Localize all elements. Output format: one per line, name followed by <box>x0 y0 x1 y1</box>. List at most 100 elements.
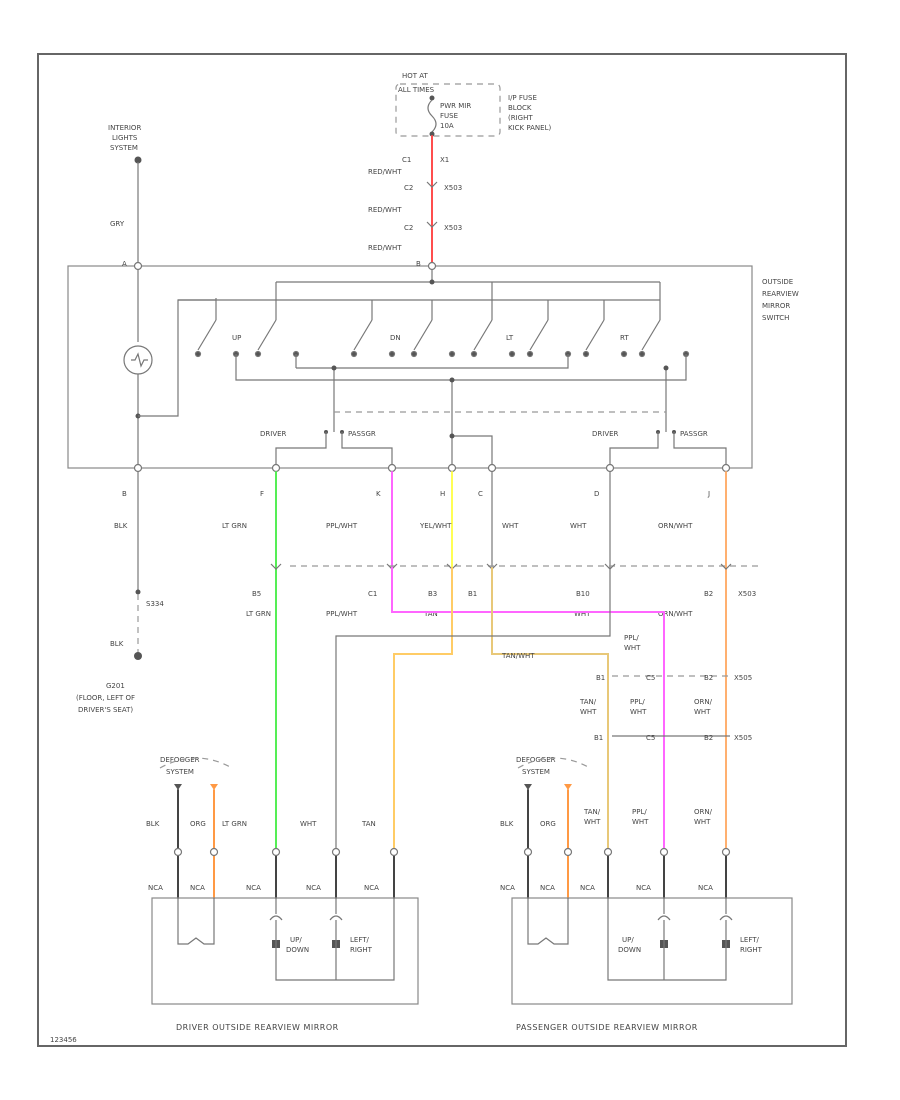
c2-top-label: C2 <box>404 184 413 192</box>
conn-b2-label: B2 <box>704 590 713 598</box>
fuse-name-label: PWR MIR <box>440 102 471 110</box>
connector-c2-mark <box>426 181 438 188</box>
pass-tan-wht-label-1: TAN/ <box>583 808 601 816</box>
driver-nca-4: NCA <box>306 884 321 892</box>
conn-b2b-label: B2 <box>704 674 713 682</box>
ppl-wht-label-3b: WHT <box>624 644 641 652</box>
driver-lt-grn-label: LT GRN <box>222 820 247 828</box>
splice-s334-label: S334 <box>146 600 164 608</box>
c1-top-label: C1 <box>402 156 411 164</box>
pass-tan-wht-label-2: WHT <box>584 818 601 826</box>
pass-leftright-label-1: LEFT/ <box>740 936 760 944</box>
interior-label-3: SYSTEM <box>110 144 138 152</box>
ppl-wht-label-2: PPL/WHT <box>326 610 358 618</box>
x503-top-label-a: X503 <box>444 184 462 192</box>
connector-c2b-mark <box>426 221 438 228</box>
tan-wht-label-2a: TAN/ <box>579 698 597 706</box>
fuse-terminal-bottom <box>429 131 435 137</box>
pass-nca-4: NCA <box>636 884 651 892</box>
orn-wht-label: ORN/WHT <box>658 522 693 530</box>
driver-leftright-label-1: LEFT/ <box>350 936 370 944</box>
defogger-left-org-arrow <box>210 784 218 790</box>
pin-a-label: A <box>122 260 127 268</box>
defogger-left-2: SYSTEM <box>166 768 194 776</box>
fuse-terminal-top <box>429 95 435 101</box>
switch-name-4: SWITCH <box>762 314 789 322</box>
driver-right-label: DRIVER <box>592 430 619 438</box>
pass-nca-1: NCA <box>500 884 515 892</box>
conn-b10-label: B10 <box>576 590 590 598</box>
orn-wht-label-3a: ORN/ <box>694 698 713 706</box>
lamp-to-switch <box>138 299 216 417</box>
switch-up-label: UP <box>232 334 241 342</box>
x503-top-label-b: X503 <box>444 224 462 232</box>
conn-b1b-label: B1 <box>596 674 605 682</box>
pin-b-bottom-label: B <box>122 490 127 498</box>
pass-mirror-box <box>511 897 793 1005</box>
defogger-right-1: DEFOGGER <box>516 756 556 764</box>
fuse-block-label-1: I/P FUSE <box>508 94 537 102</box>
gry-label: GRY <box>110 220 125 228</box>
x503-mid-label: X503 <box>738 590 756 598</box>
driver-wht-label: WHT <box>300 820 317 828</box>
pass-updown-label-1: UP/ <box>622 936 634 944</box>
driver-updown-label-1: UP/ <box>290 936 302 944</box>
switch-pin-a-top <box>133 261 143 271</box>
pass-ppl-wht-label-2: WHT <box>632 818 649 826</box>
defogger-left-1: DEFOGGER <box>160 756 200 764</box>
ppl-wht-wire-lower <box>391 567 665 853</box>
tan-wire <box>393 567 453 853</box>
switch-lt-label: LT <box>506 334 514 342</box>
conn-b5-label: B5 <box>252 590 261 598</box>
passgr-right-label: PASSGR <box>680 430 708 438</box>
switch-name-2: REARVIEW <box>762 290 799 298</box>
yel-wht-label: YEL/WHT <box>419 522 452 530</box>
driver-mirror-title: DRIVER OUTSIDE REARVIEW MIRROR <box>176 1023 339 1032</box>
ground-label-2: (FLOOR, LEFT OF <box>76 694 135 702</box>
driver-heater-element <box>177 898 215 945</box>
interior-label-2: LIGHTS <box>112 134 138 142</box>
driver-blk-label: BLK <box>146 820 160 828</box>
tan-wht-label-2b: WHT <box>580 708 597 716</box>
lt-grn-label: LT GRN <box>222 522 247 530</box>
interior-lights-terminal <box>134 156 142 164</box>
pass-heater-element <box>527 898 569 945</box>
wht-label-d: WHT <box>570 522 587 530</box>
figure-id: 123456 <box>50 1036 77 1044</box>
red-wht-label-1: RED/WHT <box>368 168 402 176</box>
conn-b3-label: B3 <box>428 590 437 598</box>
x1-top-label: X1 <box>440 156 449 164</box>
conn-c1-label: C1 <box>368 590 377 598</box>
pin-f-label: F <box>260 490 264 498</box>
fuse-rating-label: 10A <box>440 122 454 130</box>
pass-leftright-label-2: RIGHT <box>740 946 763 954</box>
pin-b-label: B <box>416 260 421 268</box>
driver-nca-3: NCA <box>246 884 261 892</box>
switch-middle-bus <box>296 354 569 369</box>
pass-mirror-pins <box>523 847 731 857</box>
lamp-filament <box>131 352 148 368</box>
defogger-right-org-arrow <box>564 784 572 790</box>
switch-rt-label: RT <box>620 334 629 342</box>
defogger-right-blk-arrow <box>524 784 532 790</box>
fuse-block-label-3: (RIGHT <box>508 114 533 122</box>
pass-orn-wht-label-2: WHT <box>694 818 711 826</box>
wht-label-2: WHT <box>574 610 591 618</box>
conn-b1-label: B1 <box>468 590 477 598</box>
switch-name-3: MIRROR <box>762 302 790 310</box>
x505-label-a: X505 <box>734 674 752 682</box>
tan-wht-wire <box>491 567 609 853</box>
mirror-switch-box <box>67 265 753 469</box>
blk-label-2: BLK <box>110 640 124 648</box>
fuse-block-outline <box>395 83 501 137</box>
feed-splice <box>429 279 435 285</box>
pin-j-label: J <box>707 490 710 498</box>
conn-b2c-label: B2 <box>704 734 713 742</box>
fuse-amp-label: FUSE <box>440 112 458 120</box>
pass-nca-2: NCA <box>540 884 555 892</box>
conn-b1c-label: B1 <box>594 734 603 742</box>
driver-org-label: ORG <box>190 820 206 828</box>
tan-label: TAN <box>423 610 438 618</box>
c2b-top-label: C2 <box>404 224 413 232</box>
